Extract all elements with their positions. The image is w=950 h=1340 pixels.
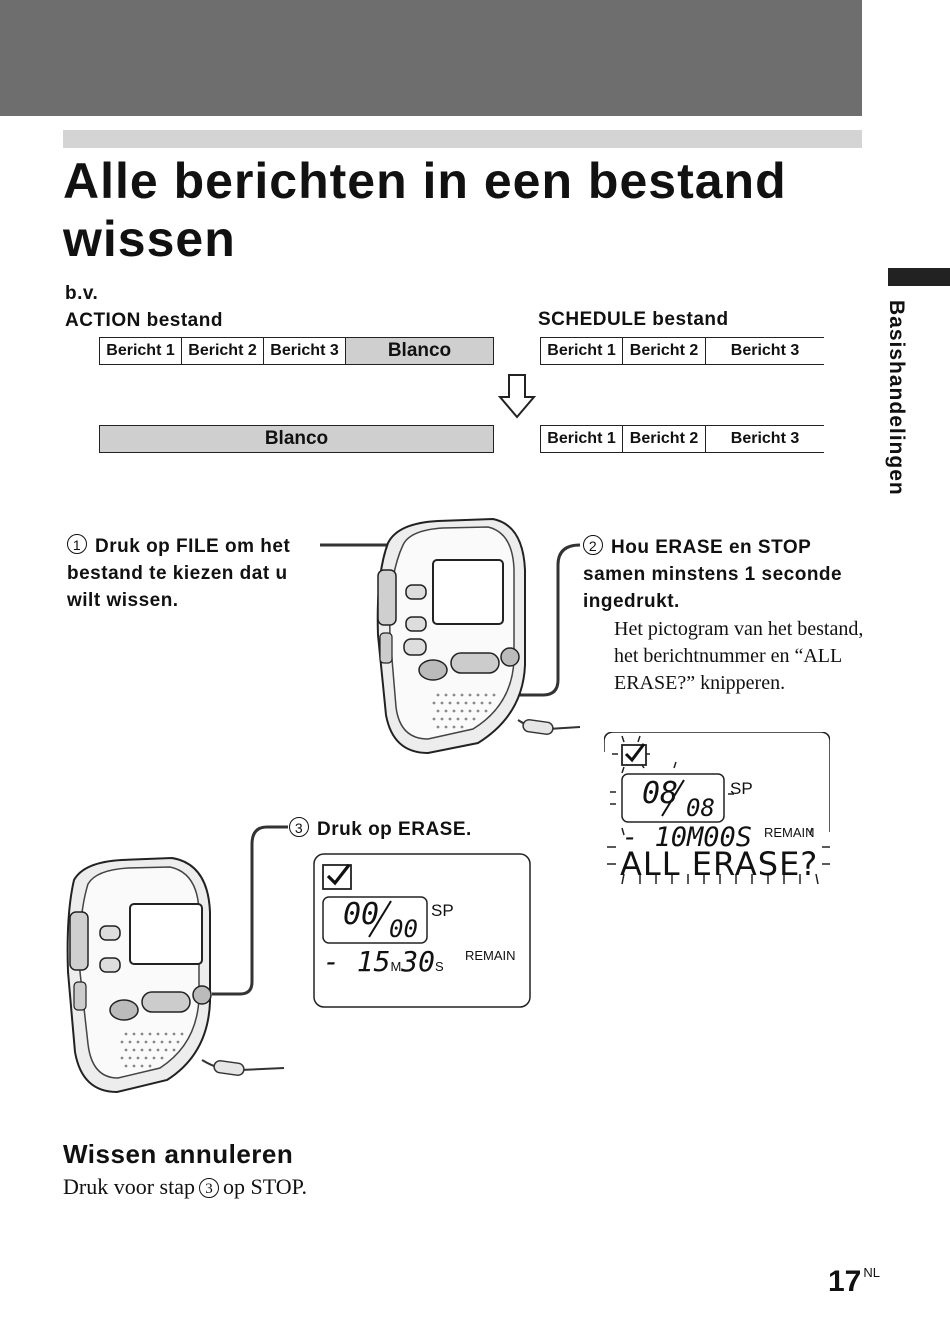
schedule-file-label: SCHEDULE bestand	[538, 309, 729, 330]
recorder-illustration	[66, 825, 288, 1094]
lcd-sp-indicator: SP	[431, 901, 454, 920]
section-tab-label: Basishandelingen	[885, 300, 908, 496]
lcd-seconds: 30	[401, 945, 435, 978]
lcd-minutes: - 15	[323, 945, 391, 978]
message-cell: Bericht 1	[541, 426, 623, 452]
step-3-text: Druk op ERASE.	[317, 819, 472, 840]
lcd-display-step-3: 00 00 SP - 15M30S REMAIN	[313, 853, 531, 1008]
action-file-before: Bericht 1 Bericht 2 Bericht 3 Blanco	[99, 337, 494, 365]
message-cell: Bericht 2	[182, 338, 264, 364]
message-cell: Bericht 3	[730, 342, 800, 359]
blank-cell: Blanco	[100, 426, 493, 452]
lcd-remain-label: REMAIN	[764, 825, 815, 840]
action-file-after: Blanco	[99, 425, 494, 453]
message-cell: Bericht 1	[541, 338, 623, 364]
lcd-frame	[313, 853, 531, 1008]
step-2-note: Het pictogram van het bestand, het beric…	[614, 618, 864, 694]
section-tab-marker	[888, 268, 950, 286]
lcd-remain-label: REMAIN	[465, 948, 516, 963]
message-cell: Bericht 3	[730, 430, 800, 447]
lcd-remaining-time: - 15M30S	[323, 945, 444, 978]
lcd-sp-indicator: SP	[730, 779, 753, 798]
lcd-message: ALL ERASE?	[620, 845, 819, 883]
blank-cell: Blanco	[346, 338, 493, 364]
cancel-heading: Wissen annuleren	[63, 1139, 294, 1169]
step-number: 3	[289, 817, 309, 837]
lcd-remaining-time: - 10M00S	[622, 822, 753, 853]
example-label: b.v.	[65, 283, 99, 304]
recorder-illustration	[320, 517, 581, 755]
schedule-file-before: Bericht 1 Bericht 2 Bericht 3	[540, 337, 824, 365]
section-tab: Basishandelingen	[870, 300, 920, 500]
lcd-display-step-2: 08 08 SP - 10M00S REMAIN ALL ERASE?	[604, 732, 830, 892]
schedule-file-after: Bericht 1 Bericht 2 Bericht 3	[540, 425, 824, 453]
message-cell: Bericht 1	[100, 338, 182, 364]
step-1-text: Druk op FILE om het bestand te kiezen da…	[67, 536, 291, 611]
lcd-counter-current: 00	[343, 897, 380, 932]
lcd-seconds-unit: S	[435, 959, 444, 974]
page-title: Alle berichten in een bestand wissen	[63, 153, 787, 267]
header-band	[0, 0, 862, 116]
down-arrow-icon	[497, 374, 537, 419]
action-file-label: ACTION bestand	[65, 310, 223, 331]
cancel-text-start: Druk voor stap	[63, 1174, 195, 1199]
step-number: 1	[67, 534, 87, 554]
page-number-suffix: NL	[863, 1265, 880, 1280]
lcd-counter-total: 08	[686, 794, 715, 822]
step-number: 2	[583, 535, 603, 555]
step-3: 3 Druk op ERASE.	[289, 816, 529, 843]
lcd-counter-total: 00	[389, 915, 418, 943]
page-number-value: 17	[828, 1265, 862, 1298]
message-cell: Bericht 2	[623, 338, 706, 364]
cancel-text-end: op STOP.	[222, 1174, 307, 1199]
header-rule	[63, 130, 862, 148]
lcd-counter-current: 08	[642, 776, 679, 811]
step-2-text: Hou ERASE en STOP samen minstens 1 secon…	[583, 537, 843, 612]
step-reference: 3	[198, 1178, 219, 1198]
message-cell: Bericht 2	[623, 426, 706, 452]
message-cell: Bericht 3	[264, 338, 346, 364]
lcd-minutes-unit: M	[390, 959, 402, 974]
